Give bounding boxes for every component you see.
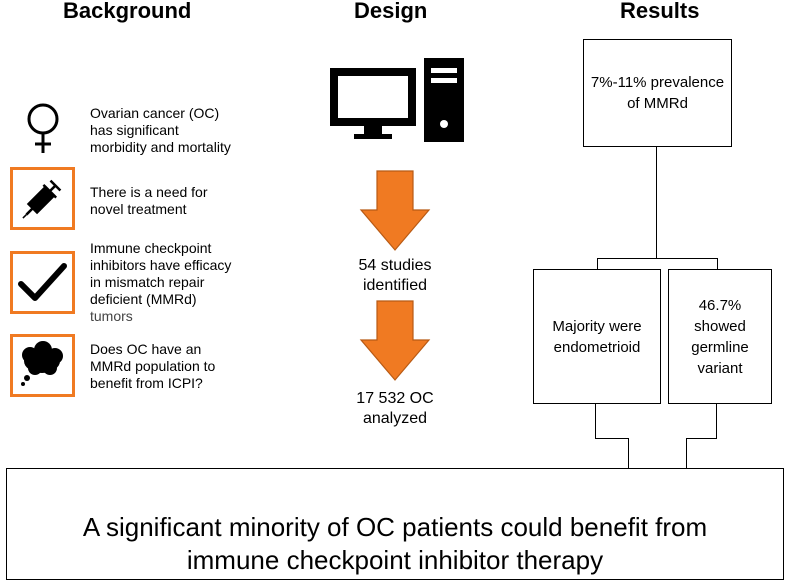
connector-bottom-h-right — [686, 438, 717, 439]
conclusion-box: A significant minority of OC patients co… — [6, 468, 784, 580]
design-step-1: 54 studies identified — [358, 257, 432, 294]
connector-bottom-h-left — [595, 438, 628, 439]
connector-top-down — [656, 147, 657, 258]
result-prevalence-box: 7%-11% prevalence of MMRd — [583, 39, 732, 147]
heading-results: Results — [620, 0, 700, 23]
conclusion-line-2: immune checkpoint inhibitor therapy — [186, 545, 604, 575]
background-text-4: Does OC have an MMRd population to benef… — [90, 341, 216, 391]
checkmark-icon — [10, 251, 75, 314]
background-text-1: Ovarian cancer (OC) has significant morb… — [90, 105, 231, 155]
connector-left-down — [597, 258, 598, 269]
background-text-3: Immune checkpoint inhibitors have effica… — [90, 240, 232, 324]
connector-left-out — [595, 404, 596, 439]
connector-merge-right — [686, 438, 687, 469]
result-histology-box: Majority were endometrioid — [533, 269, 661, 404]
connector-right-out — [716, 404, 717, 439]
background-text-2: There is a need for novel treatment — [90, 184, 208, 217]
design-step-2: 17 532 OC analyzed — [356, 390, 434, 427]
heading-design: Design — [354, 0, 428, 23]
computer-icon — [328, 58, 468, 143]
arrow-down-1 — [359, 170, 431, 252]
thought-cloud-icon — [10, 334, 75, 397]
result-germline-box: 46.7% showed germline variant — [668, 269, 772, 404]
connector-merge-left — [628, 438, 629, 469]
connector-right-down — [717, 258, 718, 269]
conclusion-line-1: A significant minority of OC patients co… — [82, 512, 708, 542]
arrow-down-2 — [359, 300, 431, 382]
female-symbol-icon — [22, 102, 64, 154]
heading-background: Background — [63, 0, 192, 23]
syringe-icon — [10, 167, 75, 230]
connector-horizontal — [597, 258, 717, 259]
